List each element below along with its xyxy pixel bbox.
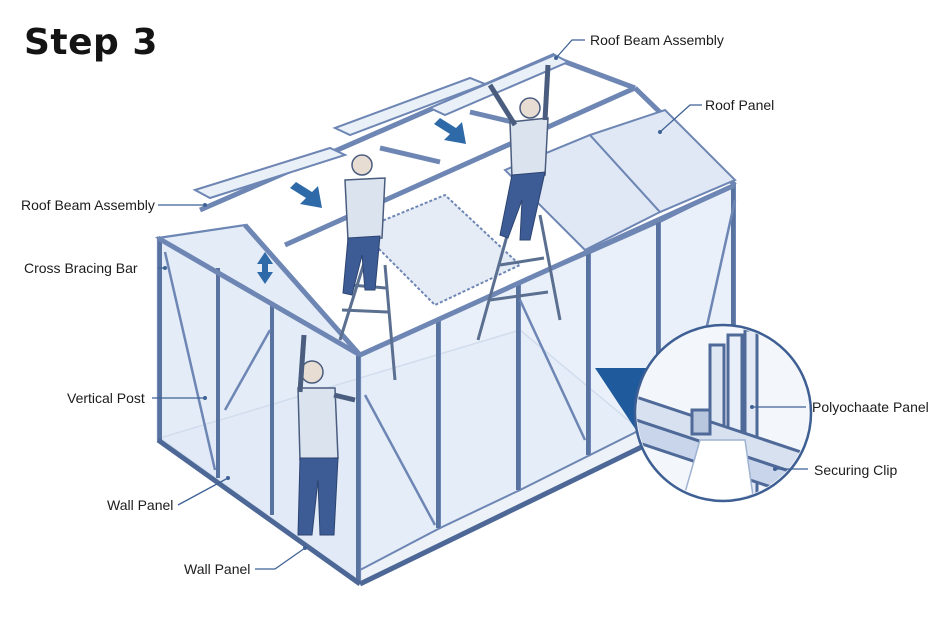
worker-back [487, 64, 551, 241]
label-cross-bracing-bar: Cross Bracing Bar [24, 260, 138, 276]
roof-frame [156, 52, 737, 358]
down-arrow-icon [290, 182, 322, 208]
label-wall-panel-1: Wall Panel [107, 497, 174, 513]
worker-front [297, 334, 356, 536]
leader-dots [163, 56, 777, 550]
label-roof-beam-assembly-left: Roof Beam Assembly [21, 197, 155, 213]
vertical-posts [158, 185, 735, 582]
label-vertical-post: Vertical Post [67, 390, 145, 406]
base-frame [156, 437, 654, 587]
label-roof-beam-assembly-top: Roof Beam Assembly [590, 32, 724, 48]
leader-lines [152, 39, 808, 570]
label-securing-clip: Securing Clip [814, 462, 898, 478]
detail-callout [633, 323, 813, 503]
label-roof-panel: Roof Panel [705, 97, 775, 113]
down-arrow-icon [434, 118, 466, 144]
step-title: Step 3 [24, 22, 158, 63]
roof-panels [192, 53, 737, 307]
vertical-double-arrow-icon [257, 252, 273, 284]
label-wall-panel-2: Wall Panel [184, 561, 251, 577]
worker-middle [342, 154, 386, 296]
ladders [338, 214, 562, 381]
label-polycarbonate-panel: Polyochaate Panel [812, 399, 929, 415]
